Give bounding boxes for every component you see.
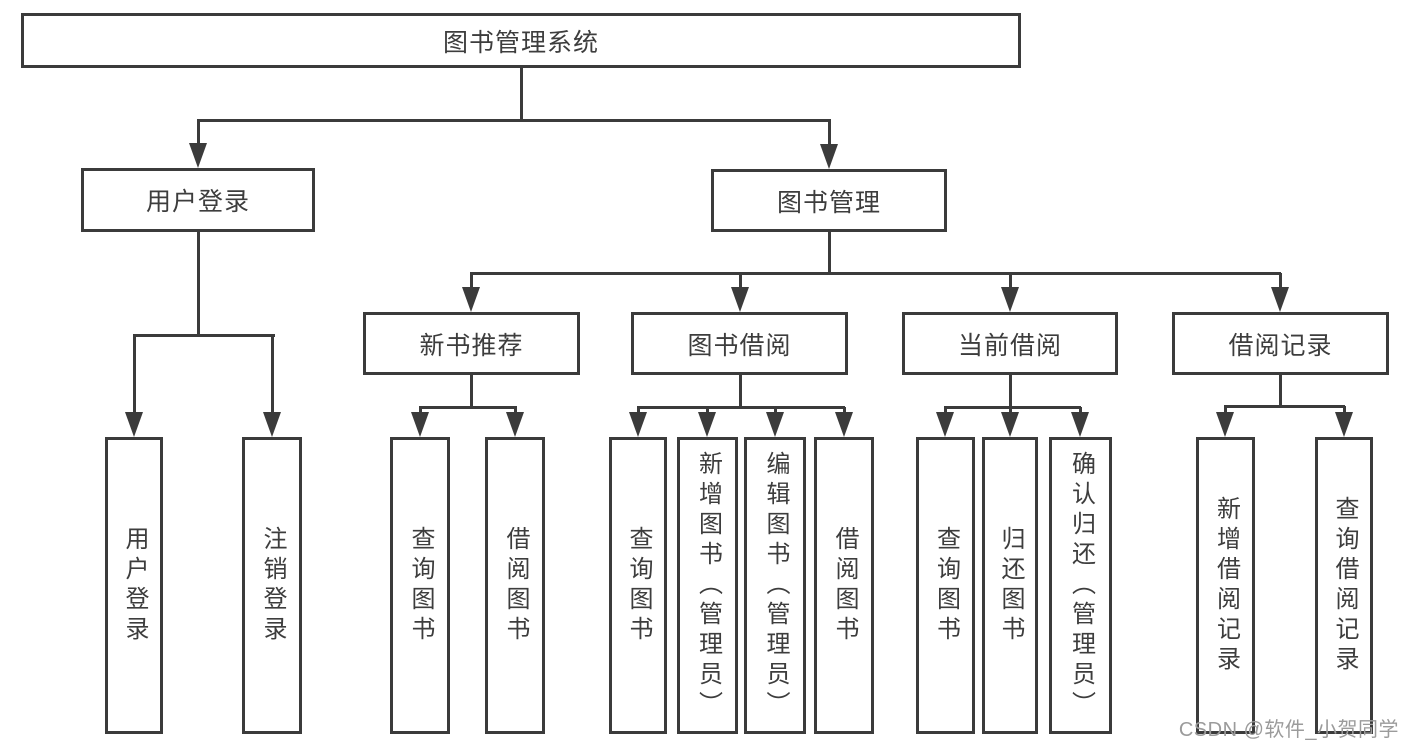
- node-leaf-cb-query-books: 查询图书: [916, 437, 975, 734]
- node-leaf-cb-return-books: 归还图书: [982, 437, 1038, 734]
- connector-line: [739, 375, 742, 408]
- connector-line: [271, 335, 274, 415]
- arrow-down-icon: [411, 412, 429, 437]
- connector-line: [739, 273, 742, 290]
- connector-line: [197, 232, 200, 335]
- connector-line: [514, 407, 517, 415]
- node-leaf-bb-add-books: 新增图书（管理员）: [677, 437, 738, 734]
- connector-line: [1009, 273, 1012, 290]
- arrow-down-icon: [462, 287, 480, 312]
- connector-line: [1009, 407, 1012, 415]
- connector-line: [944, 406, 1081, 409]
- node-leaf-user-login: 用户登录: [105, 437, 163, 734]
- connector-line: [1079, 407, 1082, 415]
- connector-line: [470, 375, 473, 408]
- arrow-down-icon: [189, 143, 207, 168]
- node-leaf-bb-edit-books-label: 编辑图书（管理员）: [762, 450, 789, 721]
- node-leaf-bb-borrow-books: 借阅图书: [814, 437, 874, 734]
- node-book-management-label: 图书管理: [776, 188, 881, 217]
- node-user-login: 用户登录: [81, 168, 315, 232]
- node-leaf-rec-borrow-books: 借阅图书: [485, 437, 545, 734]
- connector-line: [197, 120, 200, 146]
- node-library-system: 图书管理系统: [21, 13, 1021, 68]
- connector-line: [470, 273, 473, 290]
- node-new-book-recommend: 新书推荐: [363, 312, 580, 375]
- connector-line: [843, 407, 846, 415]
- arrow-down-icon: [1001, 412, 1019, 437]
- connector-line: [419, 406, 517, 409]
- connector-line: [520, 68, 523, 121]
- connector-line: [944, 407, 947, 415]
- node-leaf-rec-query-books: 查询图书: [390, 437, 450, 734]
- arrow-down-icon: [698, 412, 716, 437]
- connector-line: [828, 120, 831, 147]
- connector-line: [828, 232, 831, 274]
- connector-line: [133, 335, 136, 415]
- arrow-down-icon: [936, 412, 954, 437]
- node-user-login-label: 用户登录: [145, 188, 250, 216]
- node-leaf-bb-add-books-label: 新增图书（管理员）: [694, 450, 722, 721]
- connector-line: [1343, 406, 1346, 415]
- connector-line: [637, 407, 640, 415]
- connector-line: [637, 406, 845, 409]
- arrow-down-icon: [1335, 412, 1353, 437]
- node-book-borrowing: 图书借阅: [631, 312, 848, 375]
- node-new-book-recommend-label: 新书推荐: [419, 331, 524, 360]
- arrow-down-icon: [125, 412, 143, 437]
- node-leaf-br-query-record-label: 查询借阅记录: [1331, 495, 1358, 676]
- node-leaf-cb-query-books-label: 查询图书: [932, 525, 960, 646]
- node-leaf-user-login-label: 用户登录: [121, 525, 148, 646]
- watermark-text: CSDN @软件_小贺同学: [1178, 719, 1399, 741]
- node-leaf-bb-borrow-books-label: 借阅图书: [831, 525, 858, 646]
- node-book-borrowing-label: 图书借阅: [687, 331, 792, 360]
- node-leaf-cb-confirm-return: 确认归还（管理员）: [1049, 437, 1112, 734]
- node-leaf-logout-label: 注销登录: [259, 525, 286, 646]
- node-leaf-rec-borrow-books-label: 借阅图书: [502, 525, 529, 646]
- connector-line: [774, 407, 777, 415]
- node-borrow-records: 借阅记录: [1172, 312, 1389, 375]
- node-leaf-logout: 注销登录: [242, 437, 302, 734]
- node-current-borrowing-label: 当前借阅: [957, 331, 1062, 360]
- arrow-down-icon: [1271, 287, 1289, 312]
- connector-line: [706, 407, 709, 415]
- arrow-down-icon: [1001, 287, 1019, 312]
- node-book-management: 图书管理: [711, 169, 947, 232]
- node-leaf-cb-return-books-label: 归还图书: [997, 525, 1024, 646]
- arrow-down-icon: [835, 412, 853, 437]
- node-borrow-records-label: 借阅记录: [1228, 331, 1333, 360]
- arrow-down-icon: [820, 144, 838, 169]
- node-leaf-bb-query-books-label: 查询图书: [625, 525, 652, 646]
- connector-line: [1224, 406, 1227, 415]
- connector-line: [419, 407, 422, 415]
- arrow-down-icon: [629, 412, 647, 437]
- connector-line: [470, 272, 1281, 275]
- arrow-down-icon: [766, 412, 784, 437]
- node-leaf-br-add-record-label: 新增借阅记录: [1212, 495, 1240, 676]
- connector-line: [197, 119, 831, 122]
- node-leaf-br-add-record: 新增借阅记录: [1196, 437, 1255, 734]
- node-leaf-bb-edit-books: 编辑图书（管理员）: [744, 437, 806, 734]
- node-leaf-rec-query-books-label: 查询图书: [407, 525, 434, 646]
- connector-line: [1279, 375, 1282, 407]
- node-leaf-bb-query-books: 查询图书: [609, 437, 667, 734]
- connector-line: [1279, 273, 1282, 290]
- arrow-down-icon: [731, 287, 749, 312]
- arrow-down-icon: [1071, 412, 1089, 437]
- arrow-down-icon: [263, 412, 281, 437]
- arrow-down-icon: [506, 412, 524, 437]
- node-leaf-br-query-record: 查询借阅记录: [1315, 437, 1373, 734]
- node-library-system-label: 图书管理系统: [442, 28, 599, 57]
- connector-line: [133, 334, 275, 337]
- connector-line: [1224, 405, 1345, 408]
- node-leaf-cb-confirm-return-label: 确认归还（管理员）: [1067, 450, 1095, 721]
- node-current-borrowing: 当前借阅: [902, 312, 1118, 375]
- connector-line: [1009, 375, 1012, 408]
- arrow-down-icon: [1216, 412, 1234, 437]
